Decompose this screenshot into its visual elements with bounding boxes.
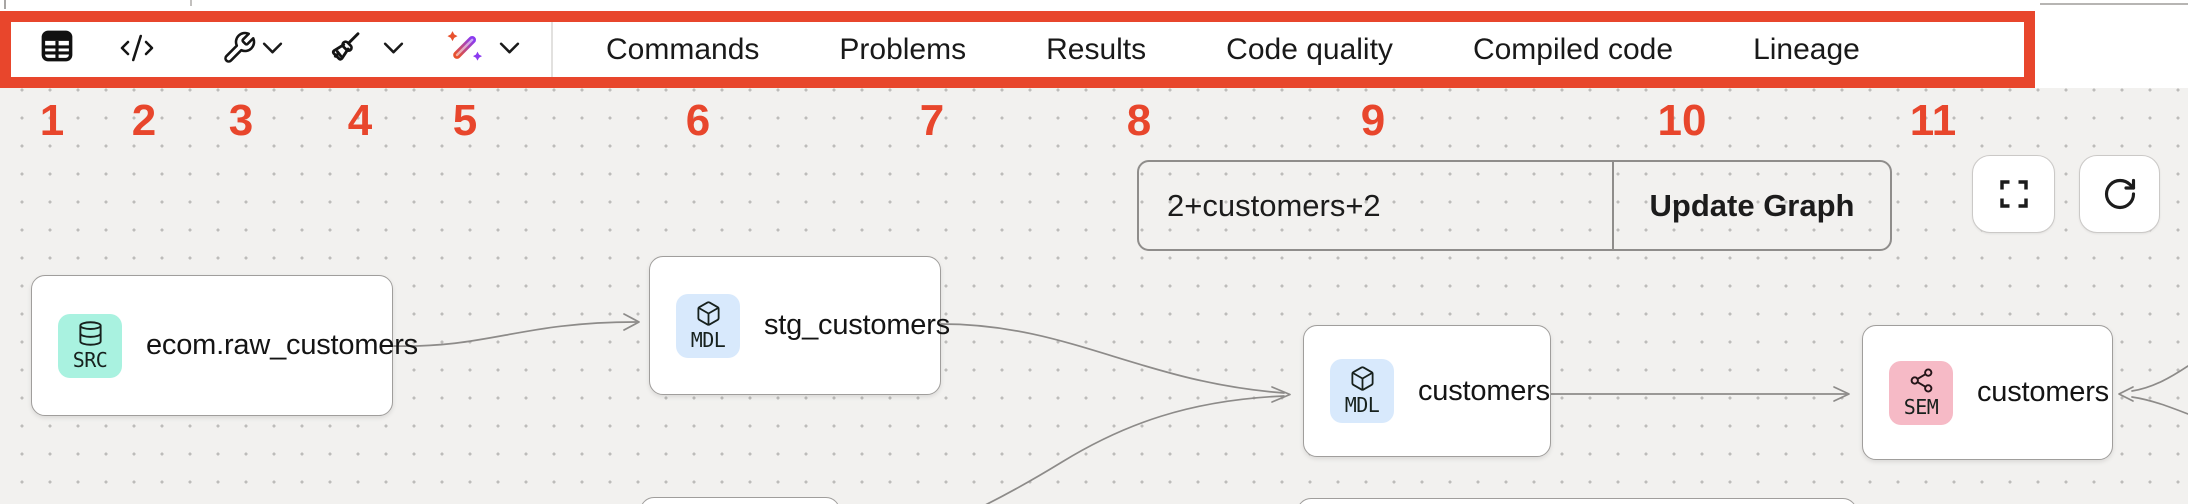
panel-tabs: Commands Problems Results Code quality C… — [606, 22, 1860, 77]
node-partial-bottom-left[interactable] — [640, 497, 840, 504]
tab-problems[interactable]: Problems — [839, 32, 967, 66]
src-badge: SRC — [58, 313, 122, 378]
tab-compiled-code[interactable]: Compiled code — [1472, 32, 1674, 66]
som-label-6: 6 — [685, 96, 711, 145]
tab-code-quality[interactable]: Code quality — [1226, 32, 1393, 66]
graph-filter-group: 2+customers+2 Update Graph — [1137, 160, 1892, 251]
top-tick-mark — [4, 0, 6, 9]
som-label-7: 7 — [919, 96, 945, 145]
som-label-4: 4 — [347, 96, 373, 145]
node-label: customers — [1418, 374, 1550, 407]
som-label-8: 8 — [1126, 96, 1152, 145]
badge-type-label: MDL — [690, 327, 726, 352]
refresh-icon — [2102, 176, 2138, 212]
filter-button-divider — [1612, 162, 1614, 249]
sem-badge: SEM — [1889, 360, 1953, 425]
semantic-graph-icon — [1910, 368, 1932, 392]
som-label-1: 1 — [39, 96, 65, 145]
toolbar-divider — [551, 22, 553, 77]
annotated-toolbar: Commands Problems Results Code quality C… — [0, 11, 2035, 88]
chevron-down-icon[interactable] — [499, 41, 520, 56]
cube-icon — [1350, 366, 1374, 391]
badge-type-label: SRC — [72, 347, 108, 372]
node-ecom-raw-customers[interactable]: SRC ecom.raw_customers — [31, 275, 418, 416]
som-label-11: 11 — [1909, 96, 1957, 145]
cube-icon — [696, 300, 720, 326]
badge-type-label: SEM — [1903, 394, 1939, 419]
node-customers-semantic[interactable]: SEM customers — [1862, 325, 2113, 460]
database-icon — [78, 320, 102, 346]
badge-type-label: MDL — [1344, 393, 1380, 417]
som-label-5: 5 — [452, 96, 478, 145]
tab-lineage[interactable]: Lineage — [1753, 32, 1860, 66]
node-label: stg_customers — [764, 309, 950, 341]
node-label: ecom.raw_customers — [146, 329, 418, 361]
node-label: customers — [1977, 376, 2109, 408]
tab-commands[interactable]: Commands — [606, 32, 760, 66]
som-label-10: 10 — [1657, 96, 1707, 145]
som-label-3: 3 — [228, 96, 254, 145]
som-label-9: 9 — [1360, 96, 1386, 145]
wrench-icon[interactable] — [221, 30, 257, 66]
mdl-badge: MDL — [676, 293, 740, 358]
broom-icon[interactable] — [326, 29, 364, 67]
node-partial-bottom-right[interactable] — [1297, 498, 1857, 504]
lineage-canvas[interactable] — [0, 88, 2188, 504]
refresh-button[interactable] — [2079, 155, 2160, 233]
fullscreen-icon — [1996, 176, 2032, 212]
top-divider-line — [2040, 3, 2188, 5]
graph-filter-input[interactable]: 2+customers+2 — [1167, 187, 1381, 223]
top-tick-mark — [190, 0, 192, 6]
tab-results[interactable]: Results — [1046, 32, 1147, 66]
node-stg-customers[interactable]: MDL stg_customers — [649, 256, 950, 395]
node-customers-model[interactable]: MDL customers — [1303, 325, 1551, 457]
mdl-badge: MDL — [1330, 359, 1394, 423]
code-icon[interactable] — [119, 30, 155, 66]
fullscreen-button[interactable] — [1972, 155, 2055, 233]
wand-icon[interactable] — [445, 27, 485, 67]
table-icon[interactable] — [38, 27, 76, 65]
update-graph-button[interactable]: Update Graph — [1649, 187, 1855, 223]
chevron-down-icon[interactable] — [262, 41, 283, 56]
chevron-down-icon[interactable] — [383, 41, 404, 56]
som-label-2: 2 — [131, 96, 157, 145]
